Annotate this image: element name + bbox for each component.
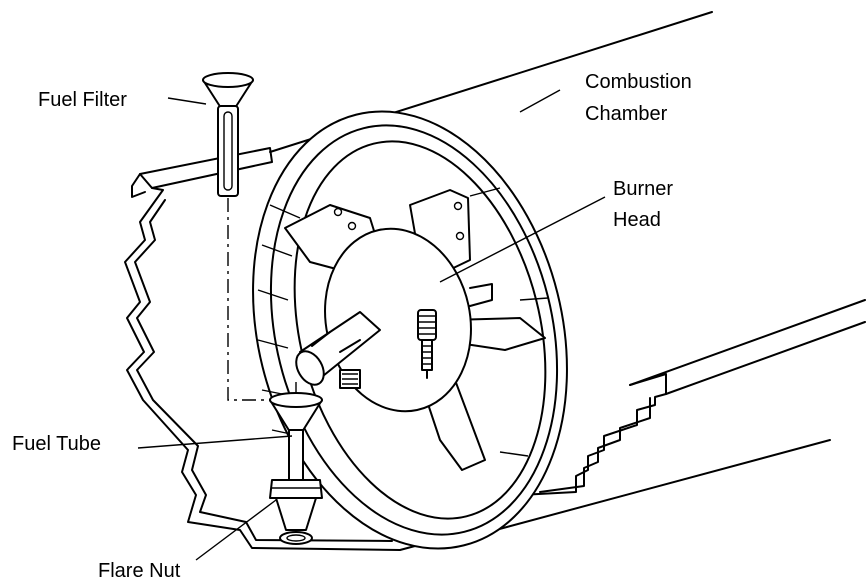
label-fuel-tube: Fuel Tube	[12, 433, 101, 455]
label-burner-head-line2: Head	[613, 209, 661, 231]
spark-electrode	[417, 309, 437, 379]
leader-lines	[137, 89, 606, 561]
label-flare-nut: Flare Nut	[98, 560, 181, 581]
label-combustion-chamber-line1: Combustion	[585, 71, 692, 93]
label-fuel-filter: Fuel Filter	[38, 89, 127, 111]
label-combustion-chamber-line2: Chamber	[585, 103, 668, 125]
fuel-filter	[202, 72, 254, 197]
fuel-nozzle	[295, 311, 381, 389]
fuel-tube-assembly	[269, 392, 323, 545]
label-burner-head-line1: Burner	[613, 178, 673, 200]
combustion-chamber-shell	[124, 11, 866, 551]
